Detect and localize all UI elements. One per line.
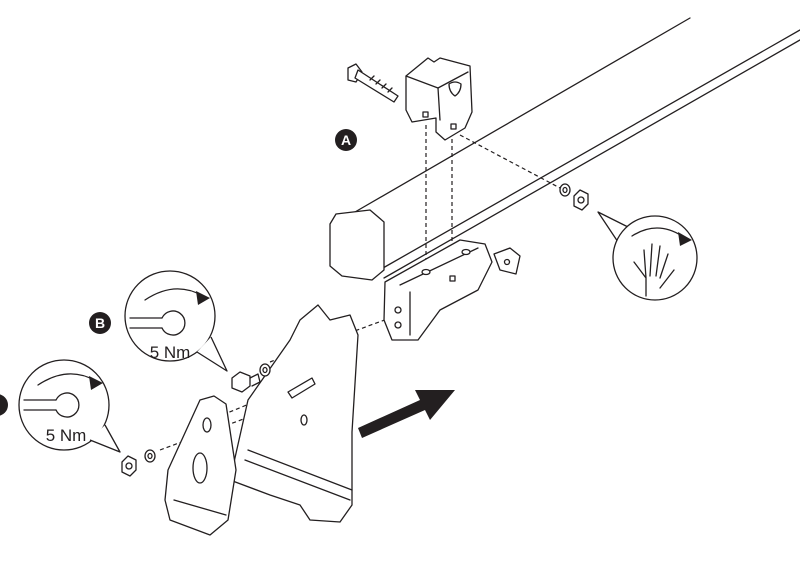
hand-tighten-icon [633, 243, 675, 297]
torque-callout-b: 5 Nm [124, 270, 228, 372]
foot-plate-front [164, 395, 237, 536]
label-c [0, 394, 8, 416]
nut-washer-right [559, 183, 589, 211]
rotation-arrow-icon [631, 227, 692, 246]
label-a-text: A [341, 132, 351, 148]
label-b-text: B [95, 315, 105, 331]
label-a: A [335, 129, 357, 151]
clamp-top [405, 57, 473, 141]
lower-bracket [383, 239, 521, 341]
roof-bar [329, 17, 800, 281]
rotation-arrow-icon [37, 373, 103, 390]
torque-value-b: 5 Nm [150, 343, 191, 362]
rotation-arrow-icon [144, 288, 210, 305]
torque-callout-c: 5 Nm [18, 359, 121, 453]
torque-value-c: 5 Nm [46, 426, 87, 445]
nut-c [121, 449, 156, 477]
wrench-icon [23, 392, 80, 418]
wrench-icon [129, 310, 186, 336]
label-b: B [89, 312, 111, 334]
bolt-b [231, 363, 271, 393]
hand-tighten-callout [597, 211, 698, 301]
foot-plate-rear [229, 304, 359, 523]
direction-arrow-icon [358, 390, 455, 438]
bolt [347, 63, 399, 103]
